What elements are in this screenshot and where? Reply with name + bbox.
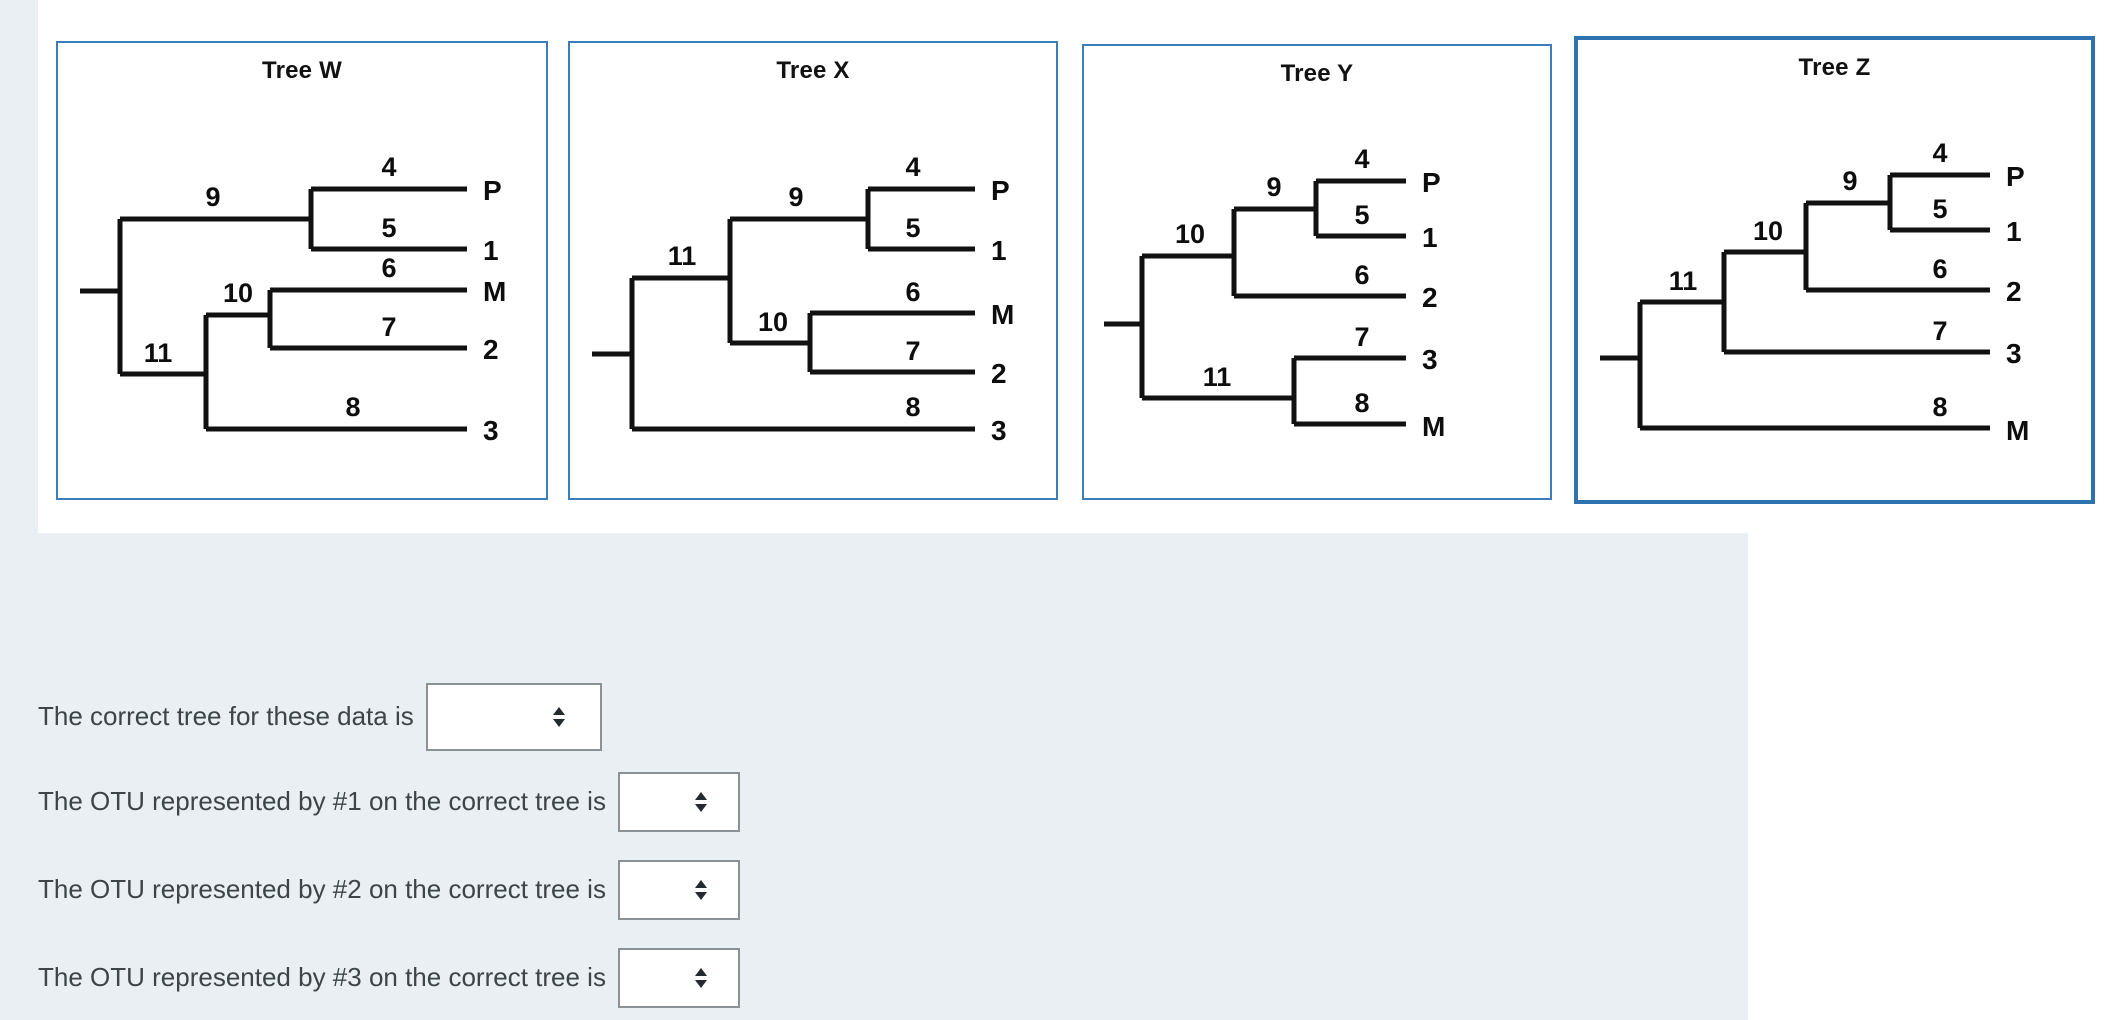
branch-label-5: 5 bbox=[381, 213, 396, 243]
branch-label-6: 6 bbox=[1932, 254, 1947, 284]
otu-label-2: 2 bbox=[1422, 282, 1438, 313]
branch-label-4: 4 bbox=[1354, 144, 1369, 174]
branch-label-4: 4 bbox=[1932, 138, 1947, 168]
chevron-updown-icon bbox=[552, 706, 566, 728]
branch-label-8: 8 bbox=[905, 392, 920, 422]
branch-label-9: 9 bbox=[205, 182, 220, 212]
chevron-updown-icon bbox=[694, 967, 708, 989]
branch-label-4: 4 bbox=[381, 152, 396, 182]
branch-label-5: 5 bbox=[905, 213, 920, 243]
question-row-correct-tree: The correct tree for these data is bbox=[38, 683, 602, 751]
otu-label-2: 2 bbox=[991, 358, 1007, 389]
branch-label-7: 7 bbox=[1932, 316, 1947, 346]
branch-label-9: 9 bbox=[1266, 172, 1281, 202]
otu-label-3: 3 bbox=[483, 415, 499, 446]
chevron-updown-icon bbox=[694, 791, 708, 813]
chevron-updown-icon bbox=[694, 879, 708, 901]
tree-y-diagram: 4 5 9 6 10 7 8 11 P 1 2 3 M bbox=[1104, 144, 1445, 442]
otu-label-m: M bbox=[991, 299, 1014, 330]
branch-label-11: 11 bbox=[144, 338, 173, 368]
tree-panel-y[interactable]: Tree Y 4 5 9 6 10 7 8 11 bbox=[1082, 44, 1552, 500]
branch-label-4: 4 bbox=[905, 152, 920, 182]
branch-label-6: 6 bbox=[905, 277, 920, 307]
branch-label-7: 7 bbox=[381, 312, 396, 342]
branch-label-6: 6 bbox=[381, 253, 396, 283]
otu-1-select[interactable] bbox=[617, 772, 740, 832]
branch-label-10: 10 bbox=[758, 307, 788, 337]
otu-label-1: 1 bbox=[483, 235, 499, 266]
otu-3-select[interactable] bbox=[617, 948, 740, 1008]
otu-label-p: P bbox=[483, 175, 502, 206]
branch-label-11: 11 bbox=[668, 241, 697, 271]
correct-tree-select[interactable] bbox=[425, 683, 602, 751]
tree-panel-w[interactable]: Tree W bbox=[56, 41, 548, 500]
branch-label-5: 5 bbox=[1354, 200, 1369, 230]
otu-label-1: 1 bbox=[2006, 216, 2022, 247]
branch-label-9: 9 bbox=[788, 182, 803, 212]
question-row-otu-2: The OTU represented by #2 on the correct… bbox=[38, 860, 740, 920]
question-label-correct-tree: The correct tree for these data is bbox=[38, 701, 414, 732]
question-label-otu-3: The OTU represented by #3 on the correct… bbox=[38, 962, 606, 993]
otu-label-m: M bbox=[2006, 415, 2029, 446]
tree-z-title: Tree Z bbox=[1798, 54, 1871, 81]
question-label-otu-2: The OTU represented by #2 on the correct… bbox=[38, 874, 606, 905]
otu-label-2: 2 bbox=[483, 334, 499, 365]
trees-container: Tree W bbox=[38, 0, 2095, 533]
branch-label-10: 10 bbox=[1175, 219, 1205, 249]
question-row-otu-1: The OTU represented by #1 on the correct… bbox=[38, 772, 740, 832]
branch-label-9: 9 bbox=[1842, 166, 1857, 196]
otu-label-p: P bbox=[2006, 161, 2025, 192]
tree-x-diagram: 4 5 9 6 7 10 11 8 P 1 M 2 3 bbox=[592, 152, 1014, 446]
otu-label-m: M bbox=[1422, 411, 1445, 442]
otu-2-select[interactable] bbox=[617, 860, 740, 920]
branch-label-5: 5 bbox=[1932, 194, 1947, 224]
tree-z-diagram: 4 5 9 10 6 11 7 8 P 1 2 3 M bbox=[1600, 138, 2029, 446]
question-row-otu-3: The OTU represented by #3 on the correct… bbox=[38, 948, 740, 1008]
branch-label-8: 8 bbox=[1354, 388, 1369, 418]
branch-label-10: 10 bbox=[223, 278, 253, 308]
otu-label-m: M bbox=[483, 276, 506, 307]
tree-x-title: Tree X bbox=[776, 57, 850, 84]
otu-label-p: P bbox=[991, 175, 1010, 206]
tree-y-title: Tree Y bbox=[1280, 60, 1354, 87]
otu-label-p: P bbox=[1422, 167, 1441, 198]
branch-label-11: 11 bbox=[1203, 362, 1232, 392]
branch-label-7: 7 bbox=[1354, 322, 1369, 352]
tree-panel-z[interactable]: Tree Z 4 5 9 10 6 11 bbox=[1574, 36, 2095, 504]
otu-label-3: 3 bbox=[1422, 344, 1438, 375]
otu-label-1: 1 bbox=[1422, 222, 1438, 253]
branch-label-10: 10 bbox=[1753, 216, 1783, 246]
branch-label-11: 11 bbox=[1669, 266, 1698, 296]
question-label-otu-1: The OTU represented by #1 on the correct… bbox=[38, 786, 606, 817]
branch-label-8: 8 bbox=[345, 392, 360, 422]
branch-label-6: 6 bbox=[1354, 260, 1369, 290]
otu-label-2: 2 bbox=[2006, 276, 2022, 307]
otu-label-1: 1 bbox=[991, 235, 1007, 266]
questions-form: The correct tree for these data is The O… bbox=[0, 620, 1748, 1020]
branch-label-7: 7 bbox=[905, 336, 920, 366]
otu-label-3: 3 bbox=[2006, 338, 2022, 369]
tree-w-title: Tree W bbox=[262, 57, 342, 84]
branch-label-8: 8 bbox=[1932, 392, 1947, 422]
tree-panel-x[interactable]: Tree X 4 5 9 6 7 10 11 8 bbox=[568, 41, 1058, 500]
otu-label-3: 3 bbox=[991, 415, 1007, 446]
tree-w-diagram: 4 5 9 6 7 10 8 11 P 1 M 2 3 bbox=[80, 152, 506, 446]
